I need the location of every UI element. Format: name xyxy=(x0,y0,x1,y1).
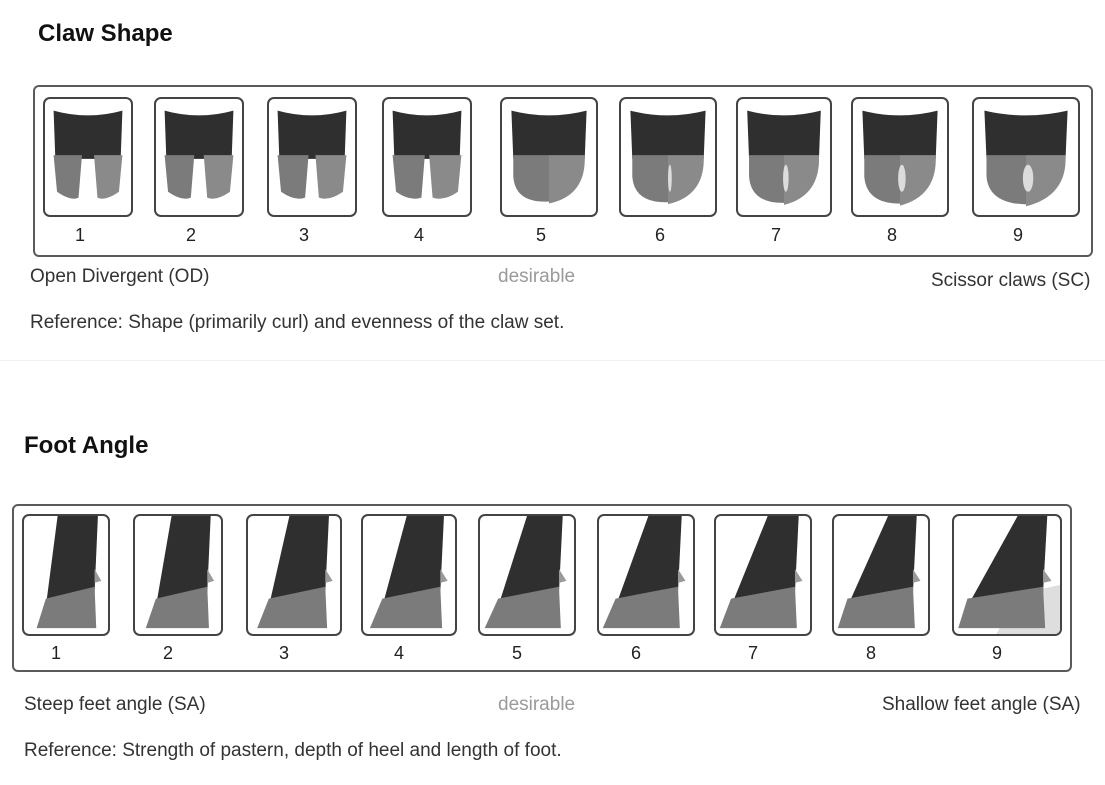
claw-desirable-label: desirable xyxy=(498,266,575,288)
foot-reference-text: Reference: Strength of pastern, depth of… xyxy=(24,740,562,762)
claw-score-number: 5 xyxy=(526,225,556,246)
foot-score-number: 4 xyxy=(384,643,414,664)
claw-shape-illustration xyxy=(154,97,244,217)
claw-shape-illustration xyxy=(43,97,133,217)
foot-angle-title: Foot Angle xyxy=(24,432,148,460)
foot-angle-illustration xyxy=(246,514,342,636)
claw-score-number: 6 xyxy=(645,225,675,246)
claw-score-number: 3 xyxy=(289,225,319,246)
claw-score-number: 1 xyxy=(65,225,95,246)
foot-angle-illustration xyxy=(22,514,110,636)
foot-angle-illustration xyxy=(952,514,1062,636)
foot-angle-illustration xyxy=(597,514,695,636)
claw-score-number: 2 xyxy=(176,225,206,246)
foot-score-number: 6 xyxy=(621,643,651,664)
foot-score-number: 8 xyxy=(856,643,886,664)
foot-score-number: 9 xyxy=(982,643,1012,664)
foot-right-label: Shallow feet angle (SA) xyxy=(882,694,1081,716)
foot-angle-illustration xyxy=(133,514,223,636)
claw-shape-illustration xyxy=(972,97,1080,217)
claw-shape-illustration xyxy=(619,97,717,217)
foot-left-label: Steep feet angle (SA) xyxy=(24,694,206,716)
claw-score-number: 7 xyxy=(761,225,791,246)
foot-angle-illustration xyxy=(478,514,576,636)
foot-angle-illustration xyxy=(361,514,457,636)
foot-desirable-label: desirable xyxy=(498,694,575,716)
claw-shape-illustration xyxy=(267,97,357,217)
claw-reference-text: Reference: Shape (primarily curl) and ev… xyxy=(30,312,564,334)
foot-score-number: 5 xyxy=(502,643,532,664)
claw-shape-illustration xyxy=(382,97,472,217)
claw-shape-illustration xyxy=(851,97,949,217)
claw-right-label: Scissor claws (SC) xyxy=(931,270,1090,292)
claw-shape-title: Claw Shape xyxy=(38,20,173,48)
foot-score-number: 7 xyxy=(738,643,768,664)
foot-score-number: 2 xyxy=(153,643,183,664)
claw-shape-illustration xyxy=(736,97,832,217)
claw-score-number: 4 xyxy=(404,225,434,246)
claw-left-label: Open Divergent (OD) xyxy=(30,266,210,288)
claw-score-number: 8 xyxy=(877,225,907,246)
claw-shape-illustration xyxy=(500,97,598,217)
foot-angle-illustration xyxy=(714,514,812,636)
foot-angle-illustration xyxy=(832,514,930,636)
section-divider xyxy=(0,360,1105,361)
foot-score-number: 1 xyxy=(41,643,71,664)
foot-score-number: 3 xyxy=(269,643,299,664)
claw-score-number: 9 xyxy=(1003,225,1033,246)
